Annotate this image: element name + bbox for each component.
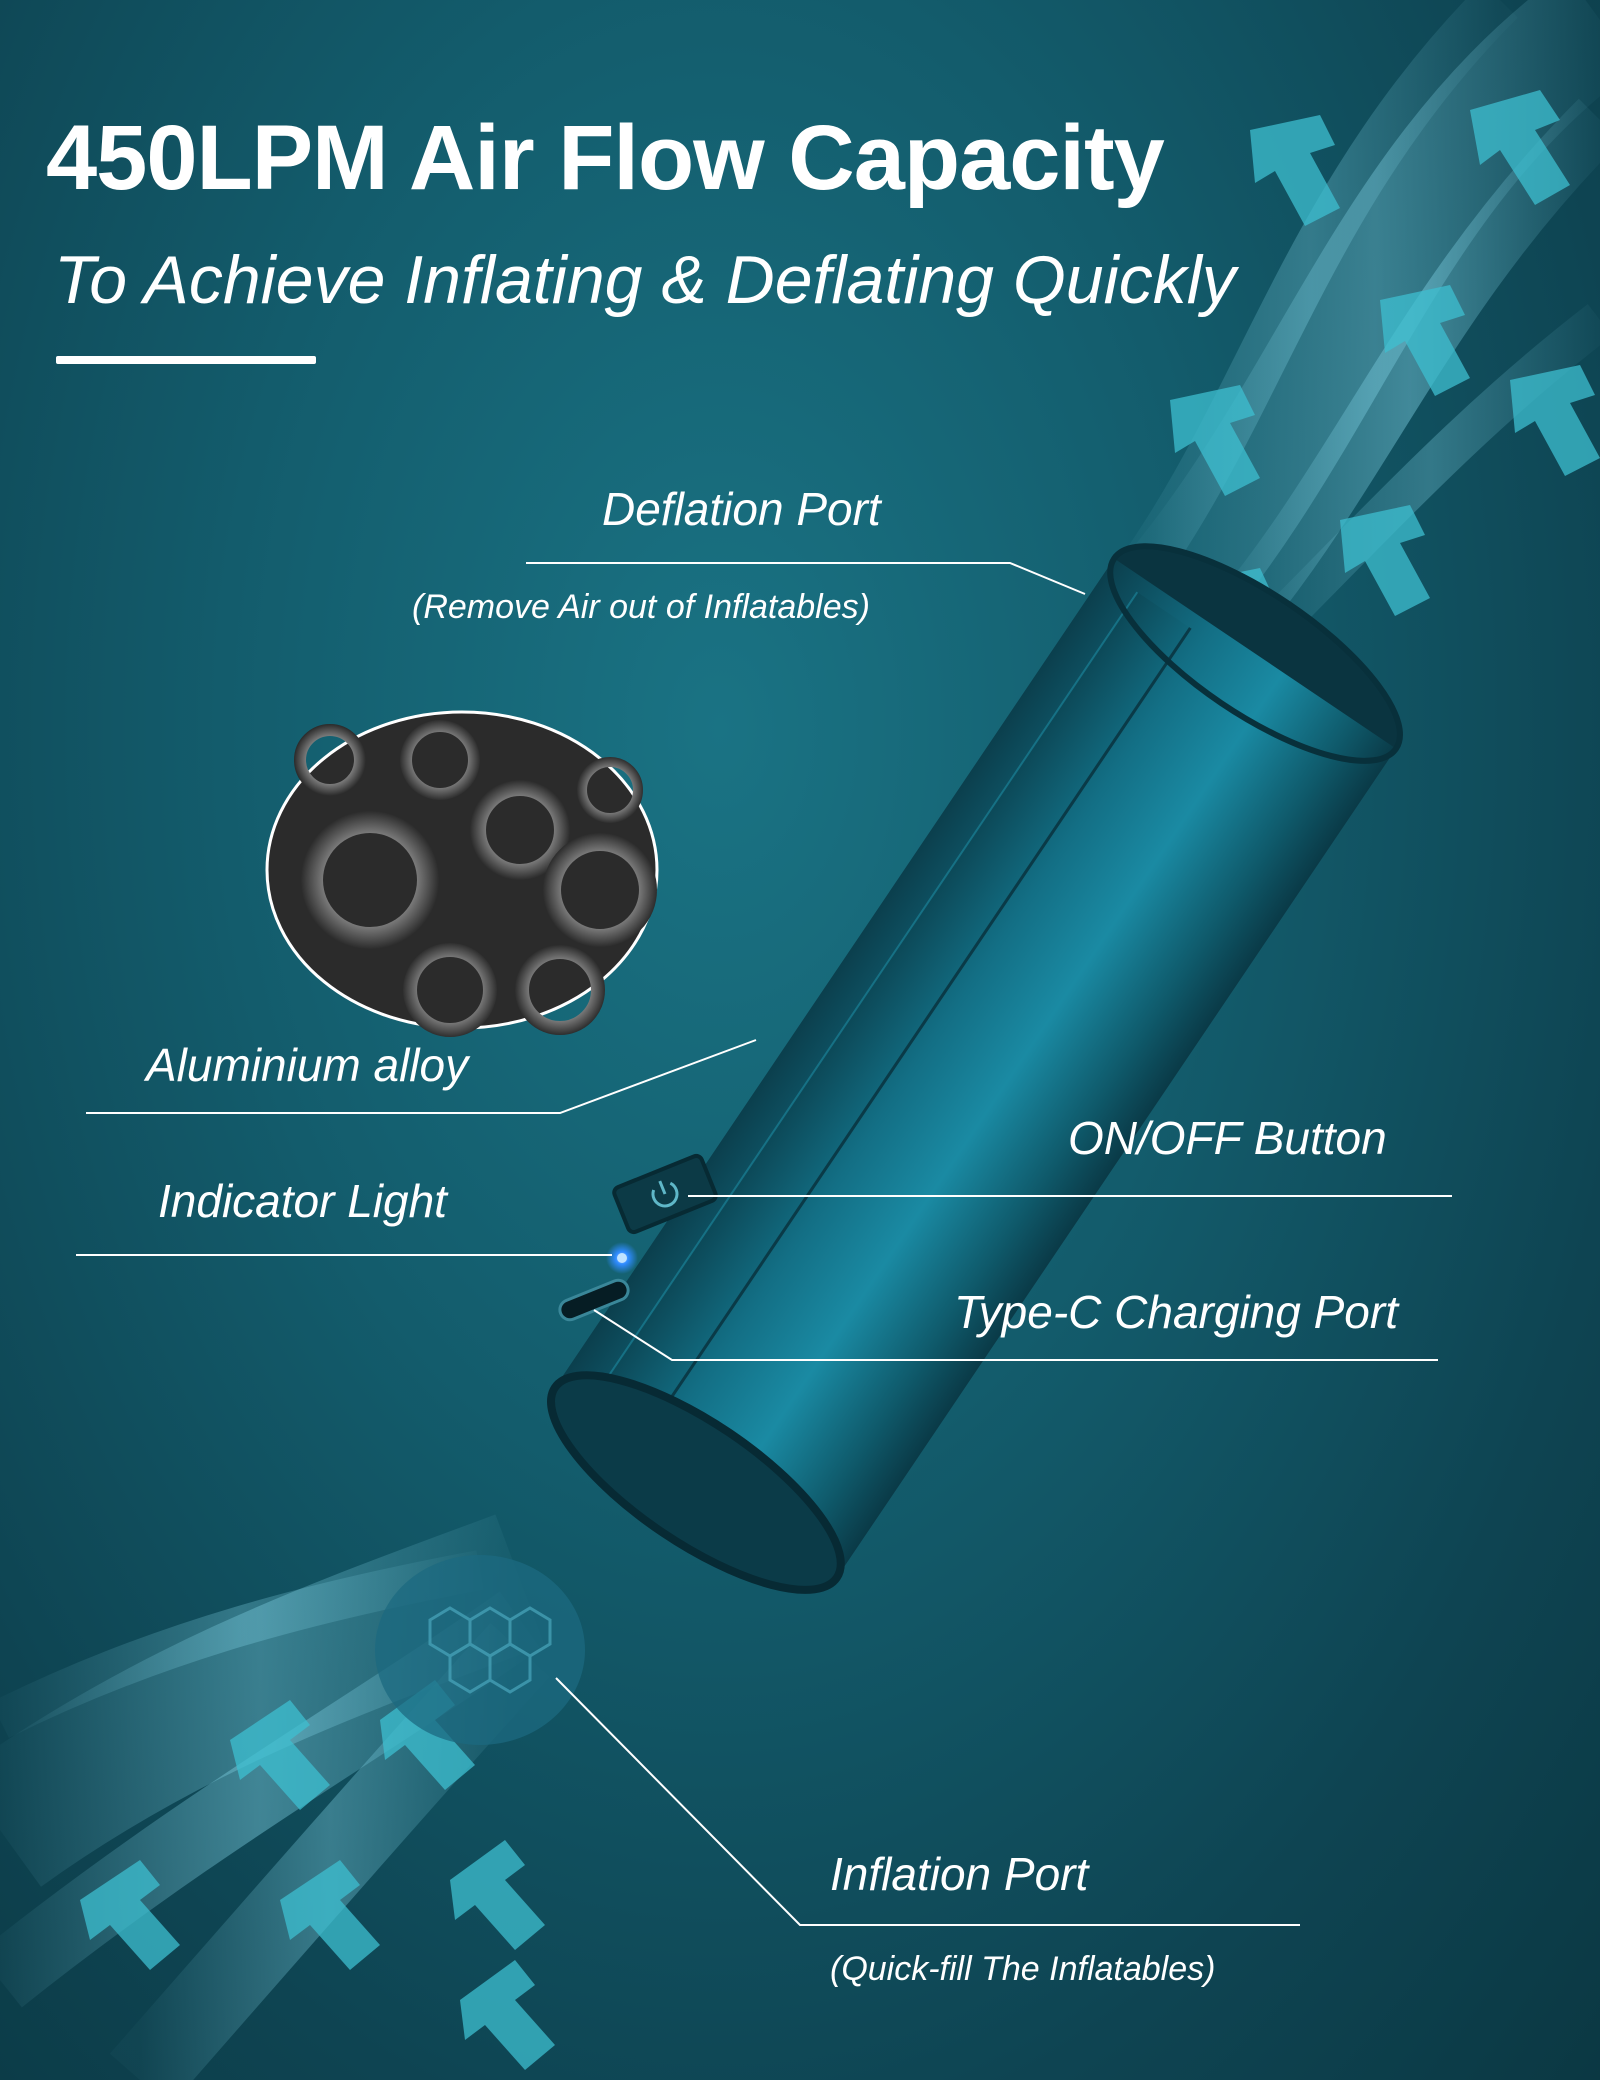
aluminium-tubes-image [265, 710, 659, 1037]
indicator-light-label: Indicator Light [158, 1175, 447, 1227]
page-title: 450LPM Air Flow Capacity [46, 107, 1165, 209]
material-label: Aluminium alloy [146, 1039, 469, 1091]
deflation-port-note: (Remove Air out of Inflatables) [412, 588, 870, 626]
power-button [612, 1153, 718, 1235]
airflow-arrows-lower [80, 1680, 555, 2070]
inflation-port-label: Inflation Port [830, 1848, 1089, 1900]
deflation-port-leader [526, 562, 1086, 595]
inflation-port-note: (Quick-fill The Inflatables) [830, 1950, 1216, 1988]
charging-port-label: Type-C Charging Port [954, 1286, 1398, 1338]
deflation-port-label: Deflation Port [602, 483, 881, 535]
page-subtitle: To Achieve Inflating & Deflating Quickly [54, 242, 1236, 318]
charging-port-leader [593, 1309, 1438, 1361]
power-button-label: ON/OFF Button [1068, 1112, 1387, 1164]
inflation-port-leader [555, 1677, 1300, 1926]
callout-lines [76, 562, 1452, 1926]
power-icon [651, 1180, 679, 1208]
usb-c-port-icon [558, 1278, 630, 1322]
title-underline [56, 356, 316, 364]
material-leader [86, 1039, 757, 1114]
air-pump-device [375, 543, 1403, 1745]
